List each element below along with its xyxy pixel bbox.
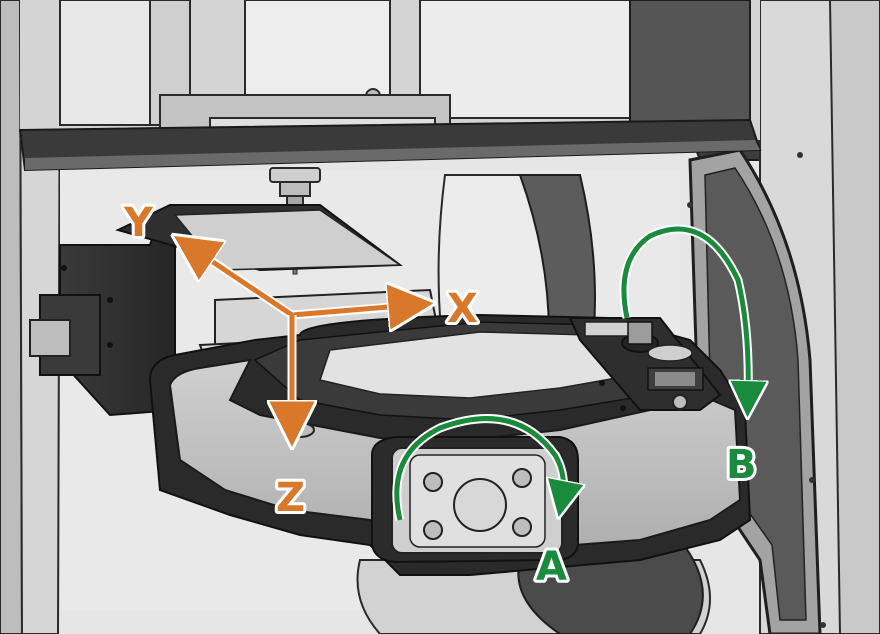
gantry	[18, 0, 762, 172]
b-axis-label: B	[726, 442, 757, 488]
linear-axes	[188, 245, 418, 430]
x-axis-label: X	[447, 286, 478, 332]
rotary-faceplate	[371, 436, 579, 564]
trunnion-support	[356, 174, 711, 634]
b-axis-clamp	[568, 317, 722, 411]
z-axis-label: Z	[276, 475, 305, 521]
rotation-arrows	[392, 224, 749, 520]
a-axis-label: A	[536, 544, 567, 590]
y-axis-label: Y	[123, 200, 154, 246]
a-axis-motor	[29, 204, 403, 417]
